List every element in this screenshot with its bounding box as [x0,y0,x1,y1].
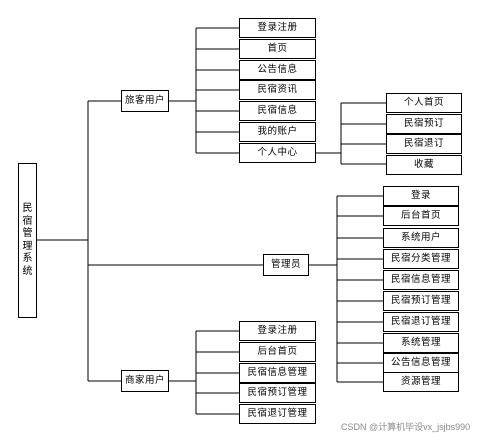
admin-node-system-mgmt: 系统管理 [383,333,459,353]
root-node: 民宿管理系统 [18,163,37,318]
merchant-node-dashboard: 后台首页 [239,342,316,362]
admin-node-system-users: 系统用户 [383,228,459,248]
tourist-node-announcements: 公告信息 [239,60,316,80]
admin-node-dashboard: 后台首页 [383,206,459,226]
root-node-char: 系 [22,253,33,264]
tourist-node-home: 首页 [239,39,316,59]
root-node-char: 理 [22,240,33,252]
admin-node-category-mgmt: 民宿分类管理 [383,249,459,269]
tourist-node-homestay-news: 民宿资讯 [239,80,316,100]
admin-node-login: 登录 [383,186,459,206]
root-node-char: 民 [22,203,33,214]
tourist-node-my-account: 我的账户 [239,122,316,142]
merchant-node-cancellation-mgmt: 民宿退订管理 [239,404,316,424]
root-node-char: 管 [22,228,33,239]
personal-node-booking: 民宿预订 [386,114,462,134]
admin-node-cancellation-mgmt: 民宿退订管理 [383,312,459,332]
admin-node-booking-mgmt: 民宿预订管理 [383,291,459,311]
personal-node-cancellation: 民宿退订 [386,134,462,154]
tourist-node-login-register: 登录注册 [239,18,316,38]
branch-tourist-user: 旅客用户 [121,90,169,112]
admin-node-resource-mgmt: 资源管理 [383,372,459,392]
merchant-node-login-register: 登录注册 [239,321,316,341]
merchant-node-homestay-info-mgmt: 民宿信息管理 [239,363,316,383]
watermark-text: CSDN @计算机毕设vx_jsjbs990 [341,422,471,432]
personal-node-home: 个人首页 [386,93,462,113]
admin-node-announcement-mgmt: 公告信息管理 [383,353,459,373]
root-node-label: 民宿管理系统 [23,203,33,278]
personal-node-favorites: 收藏 [386,155,462,175]
tourist-node-homestay-info: 民宿信息 [239,101,316,121]
merchant-node-booking-mgmt: 民宿预订管理 [239,383,316,403]
root-node-char: 统 [22,265,33,277]
branch-admin: 管理员 [263,254,309,276]
root-node-char: 宿 [22,215,33,227]
tourist-node-personal-center: 个人中心 [239,143,316,163]
admin-node-homestay-info-mgmt: 民宿信息管理 [383,270,459,290]
branch-merchant-user: 商家用户 [121,370,169,392]
